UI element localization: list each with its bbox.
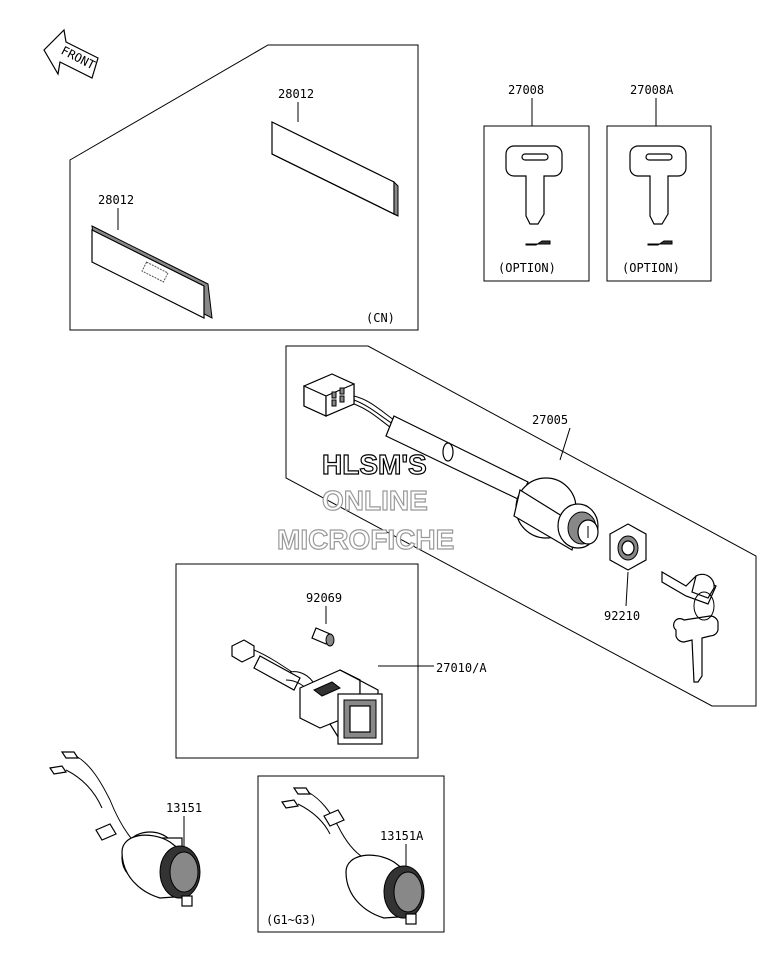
part-number-27008A: 27008A: [630, 83, 674, 97]
key-27008-icon: [505, 145, 563, 246]
front-arrow-icon: FRONT: [43, 28, 99, 79]
part-number-92210: 92210: [604, 609, 640, 623]
socket-13151A-group: 13151A (G1~G3): [257, 775, 445, 933]
key-27008A-group: 27008A (OPTION): [606, 83, 712, 282]
ignition-connector: [303, 373, 355, 417]
watermark-line3: MICROFICHE: [277, 524, 454, 555]
key-27008-group: 27008 (OPTION): [483, 83, 590, 282]
option-note-27008A: (OPTION): [622, 261, 680, 275]
reflector-bottom: [91, 225, 213, 319]
part-number-13151A: 13151A: [380, 829, 424, 843]
part-number-27005: 27005: [532, 413, 568, 427]
ignition-switch-group: 27005: [285, 345, 757, 707]
cn-note: (CN): [366, 311, 395, 325]
option-note-27008: (OPTION): [498, 261, 556, 275]
ignition-wire-harness: [353, 395, 529, 501]
reflector-group: 28012 28012 (CN): [69, 44, 419, 331]
part-number-13151: 13151: [166, 801, 202, 815]
g1-g3-note: (G1~G3): [266, 913, 317, 927]
socket-13151-icon: [121, 831, 201, 907]
watermark-line1: HLSM'S: [322, 449, 427, 480]
ignition-nut-92210: [609, 523, 647, 571]
socket-13151A-icon: [345, 854, 425, 925]
socket-13151A-wires: [280, 787, 365, 859]
watermark: HLSM'S ONLINE MICROFICHE: [276, 448, 455, 555]
key-27008A-icon: [629, 145, 687, 246]
part-number-27010A: 27010/A: [436, 661, 487, 675]
part-number-92069: 92069: [306, 591, 342, 605]
part-number-27008: 27008: [508, 83, 544, 97]
switch-connector: [231, 639, 315, 695]
switch-27010A-group: 92069 27010/A: [175, 563, 487, 759]
switch-27010A-icon: [299, 669, 383, 745]
socket-13151-group: 13151: [48, 751, 202, 907]
socket-13151-wires: [48, 751, 139, 847]
bulb-92069-icon: [311, 627, 335, 647]
ignition-switch-body: [513, 477, 599, 551]
reflector-top: [271, 121, 399, 217]
part-number-28012-top: 28012: [278, 87, 314, 101]
ignition-keys-icon: [661, 570, 719, 683]
part-number-28012-left: 28012: [98, 193, 134, 207]
watermark-line2: ONLINE: [322, 485, 428, 516]
